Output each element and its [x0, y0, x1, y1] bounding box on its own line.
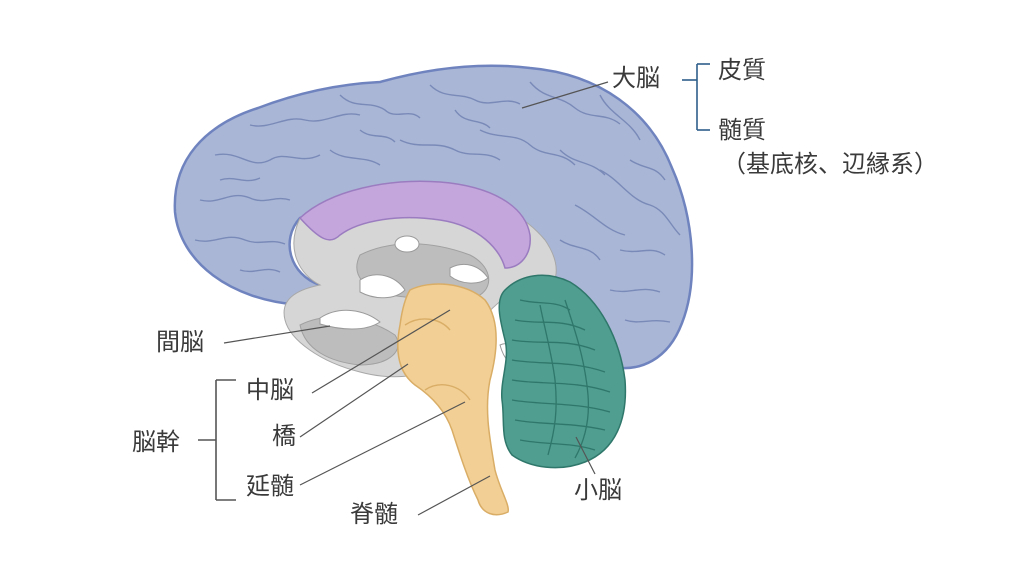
label-midbrain: 中脳 [246, 376, 294, 404]
brainstem-shape [397, 283, 509, 516]
ventricle-shape [394, 235, 420, 253]
brainstem-bracket [198, 379, 236, 501]
label-cerebrum: 大脳 [612, 64, 660, 92]
label-cortex: 皮質 [718, 56, 766, 84]
ventricle-shape [449, 263, 489, 284]
cerebrum-gyri [194, 81, 681, 323]
label-pons: 橋 [272, 422, 296, 450]
label-cerebellum: 小脳 [574, 476, 622, 504]
label-white-matter-note: （基底核、辺縁系） [722, 150, 938, 178]
label-diencephalon: 間脳 [156, 328, 204, 356]
pons-shape [404, 318, 451, 331]
leader-lines [223, 81, 609, 516]
label-white-matter: 髄質 [718, 116, 766, 144]
ventricle-shape [319, 309, 381, 330]
label-brainstem: 脳幹 [132, 428, 180, 456]
cerebellum-folia [511, 299, 611, 459]
label-spinal-cord: 脊髄 [350, 500, 398, 528]
cerebrum-bracket [682, 63, 710, 131]
ventricle-shape [359, 274, 406, 299]
cerebellum-shape [498, 274, 627, 469]
medulla-shape [424, 384, 471, 401]
corpus-callosum [298, 180, 531, 269]
label-medulla-oblongata: 延髄 [246, 472, 294, 500]
